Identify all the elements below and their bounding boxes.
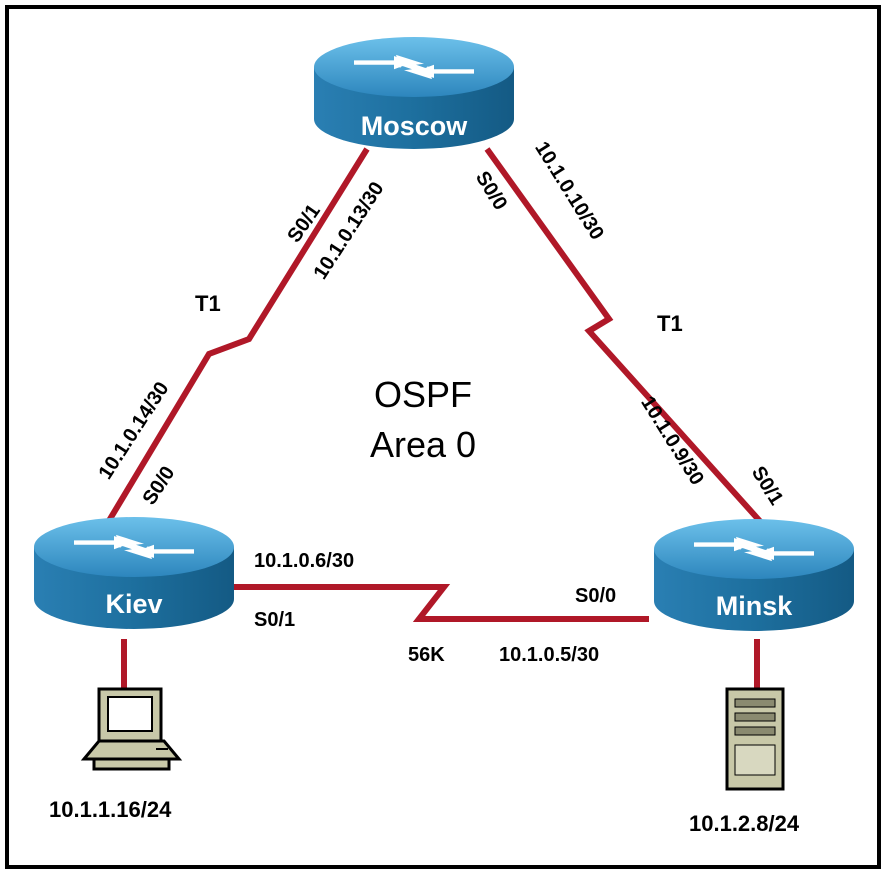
- server-icon[interactable]: [725, 687, 785, 791]
- link-moscow-minsk: [484, 147, 770, 532]
- minsk-s01-label: S0/1: [747, 463, 787, 510]
- minsk-s00-label: S0/0: [575, 585, 616, 607]
- router-kiev[interactable]: Kiev: [34, 517, 234, 629]
- kiev-bottom-ip-label: 10.1.0.6/30: [254, 550, 354, 572]
- pc-ip-label: 10.1.1.16/24: [49, 797, 172, 822]
- moscow-kiev-speed-label: T1: [195, 291, 221, 316]
- router-kiev-label: Kiev: [105, 589, 162, 619]
- router-minsk[interactable]: Minsk: [654, 519, 854, 631]
- kiev-s00-label: S0/0: [139, 462, 180, 508]
- router-moscow-label: Moscow: [361, 111, 469, 141]
- router-minsk-label: Minsk: [716, 591, 794, 621]
- minsk-ip-label: 10.1.0.9/30: [636, 393, 708, 490]
- link-kiev-minsk: [229, 584, 649, 622]
- pc-icon[interactable]: [80, 687, 183, 771]
- moscow-kiev-ip-label: 10.1.0.13/30: [309, 178, 388, 283]
- network-diagram: Moscow Kiev Minsk OSPF Area 0 S: [5, 5, 881, 869]
- area-subtitle: Area 0: [370, 424, 476, 465]
- minsk-bottom-ip-label: 10.1.0.5/30: [499, 644, 599, 666]
- server-ip-label: 10.1.2.8/24: [689, 811, 800, 836]
- link-moscow-kiev: [98, 147, 370, 536]
- area-title: OSPF: [374, 374, 472, 415]
- kiev-minsk-speed-label: 56K: [408, 644, 445, 666]
- router-moscow[interactable]: Moscow: [314, 37, 514, 149]
- kiev-s01-label: S0/1: [254, 609, 295, 631]
- topology-canvas: Moscow Kiev Minsk OSPF Area 0 S: [34, 37, 854, 836]
- moscow-minsk-speed-label: T1: [657, 311, 683, 336]
